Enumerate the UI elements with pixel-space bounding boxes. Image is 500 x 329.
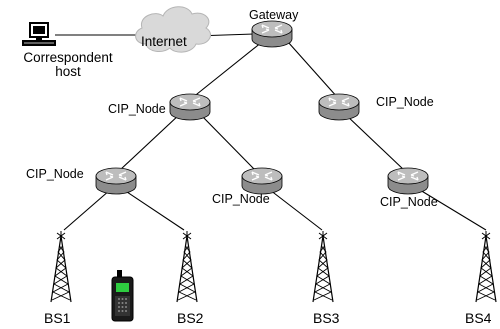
link-cip3-bs3	[269, 189, 323, 231]
router-icon-cip-node-4	[318, 93, 360, 121]
correspondent-host-label-line1: Correspondent	[23, 50, 113, 65]
link-cip1-cip3	[199, 113, 256, 171]
cloud-icon	[135, 6, 211, 53]
antenna-tower-icon-bs2	[176, 230, 198, 303]
antenna-tower-icon-bs1	[50, 230, 72, 303]
gateway-label: Gateway	[249, 8, 299, 22]
bs3-label: BS3	[313, 310, 340, 326]
bs4-label: BS4	[465, 310, 492, 326]
link-cip1-cip2	[119, 113, 181, 171]
link-cip5-bs4	[419, 189, 487, 231]
internet-label: Internet	[141, 34, 187, 49]
router-icon-cip-node-3	[241, 167, 283, 195]
mobile-phone-icon	[111, 270, 134, 322]
bs2-label: BS2	[177, 310, 204, 326]
cip-node-label-1: CIP_Node	[108, 102, 166, 116]
router-icon-cip-node-2	[95, 167, 137, 195]
router-icon-cip-node-1	[169, 93, 211, 121]
link-cip2-bs1	[63, 189, 111, 231]
antenna-tower-icon-bs4	[475, 230, 497, 303]
link-cip4-cip5	[344, 113, 405, 171]
correspondent-host-label-line2: host	[55, 64, 81, 80]
router-icon-gateway	[251, 20, 293, 48]
router-icon-cip-node-5	[387, 167, 429, 195]
correspondent-host-label: Correspondent host	[8, 50, 128, 80]
antenna-tower-icon-bs3	[312, 230, 334, 303]
connections	[55, 33, 487, 231]
cip-node-label-4: CIP_Node	[376, 95, 434, 109]
cip-node-label-2: CIP_Node	[26, 167, 84, 181]
link-gateway-cip1	[191, 41, 263, 99]
computer-icon	[22, 22, 56, 46]
cip-node-label-5: CIP_Node	[380, 195, 438, 209]
link-cip2-bs2	[123, 189, 185, 231]
link-gateway-cip4	[287, 41, 339, 99]
cip-node-label-3: CIP_Node	[212, 192, 270, 206]
bs1-label: BS1	[44, 310, 71, 326]
